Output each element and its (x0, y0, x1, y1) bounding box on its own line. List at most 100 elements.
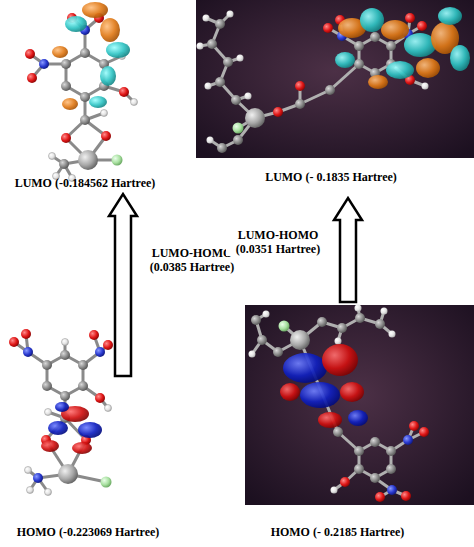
render-panel (245, 305, 474, 505)
orbital-lobe (318, 412, 342, 428)
atom-sphere (323, 23, 333, 33)
orbital-lobe (82, 2, 108, 18)
atom-sphere (279, 321, 290, 332)
atom-sphere (237, 55, 244, 62)
atom-sphere (217, 143, 227, 153)
orbital-lobe (450, 45, 470, 71)
atom-sphere (233, 123, 244, 134)
atom-sphere (419, 427, 429, 437)
orbital-panel: LUMO (- 0.1835 Hartree) (196, 0, 474, 198)
atom-sphere (409, 421, 419, 431)
atom-sphere (89, 330, 99, 340)
orbital-lobe (386, 61, 414, 79)
atom-sphere (370, 437, 380, 447)
energy-label: HOMO (- 0.2185 Hartree) (245, 525, 430, 539)
atom-sphere (112, 155, 123, 166)
atom-sphere (131, 99, 138, 106)
atom-sphere (375, 319, 385, 329)
atom-sphere (49, 153, 56, 160)
orbital-lobe (322, 344, 358, 376)
orbital-lobe (72, 442, 92, 454)
atom-sphere (95, 393, 105, 403)
atom-sphere (80, 48, 90, 58)
atom-sphere (317, 317, 327, 327)
atom-sphere (375, 492, 385, 502)
atom-sphere (101, 131, 111, 141)
orbital-lobe (52, 46, 68, 58)
atom-sphere (386, 41, 396, 51)
atom-sphere (295, 81, 305, 91)
molecule-model (25, 2, 138, 182)
orbital-lobe (100, 66, 116, 86)
atom-sphere (386, 464, 396, 474)
atom-sphere (354, 446, 364, 456)
atom-sphere (405, 13, 415, 23)
atom-sphere (245, 93, 252, 100)
atom-sphere (233, 135, 243, 145)
atom-sphere (257, 335, 267, 345)
atom-sphere (101, 477, 112, 488)
energy-label: LUMO (-0.184562 Hartree) (5, 176, 165, 190)
orbital-lobe (335, 52, 355, 68)
orbital-lobe (280, 383, 300, 401)
orbital-lobe (100, 18, 120, 42)
molecule-model (9, 329, 113, 496)
atom-sphere (78, 360, 88, 370)
atom-sphere (21, 329, 31, 339)
atom-sphere (215, 19, 225, 29)
orbital-lobe (300, 382, 340, 408)
orbital-lobe (416, 58, 440, 78)
atom-sphere (370, 473, 380, 483)
atom-sphere (103, 340, 113, 350)
orbital-lobe (62, 98, 78, 110)
atom-sphere (387, 485, 397, 495)
atom-sphere (227, 11, 234, 18)
orbital-lobe (78, 422, 102, 438)
atom-sphere (27, 487, 34, 494)
atom-sphere (78, 381, 88, 391)
orbital-lobe (368, 75, 388, 89)
block-arrow (109, 194, 137, 376)
orbital-lobe (106, 42, 130, 58)
orbital-lobe (41, 440, 59, 452)
atom-sphere (207, 137, 214, 144)
atom-sphere (335, 338, 342, 345)
atom-sphere (223, 57, 233, 67)
atom-sphere (386, 446, 396, 456)
atom-sphere (80, 115, 90, 125)
atom-sphere (105, 405, 112, 412)
atom-sphere (33, 473, 43, 483)
atom-sphere (45, 489, 52, 496)
atom-sphere (197, 43, 204, 50)
atom-sphere (42, 381, 52, 391)
atom-sphere (27, 73, 37, 83)
atom-sphere (331, 487, 338, 494)
atom-sphere (61, 133, 71, 143)
atom-sphere (23, 347, 33, 357)
atom-sphere (80, 92, 90, 102)
orbital-panel: HOMO (- 0.2185 Hartree) (245, 302, 474, 544)
atom-sphere (389, 331, 396, 338)
atom-sphere (251, 315, 261, 325)
atom-sphere (340, 477, 350, 487)
atom-sphere (101, 110, 108, 117)
atom-sphere (9, 337, 19, 347)
atom-sphere (249, 351, 256, 358)
orbital-lobe (340, 382, 364, 402)
orbital-lobe (89, 96, 107, 108)
atom-sphere (60, 391, 70, 401)
atom-sphere (95, 347, 105, 357)
atom-sphere (401, 491, 411, 501)
block-arrow (334, 198, 362, 302)
orbital-lobe (55, 402, 69, 412)
orbital-lobe (360, 8, 384, 32)
energy-label: HOMO (-0.223069 Hartree) (5, 525, 171, 539)
orbital-lobe (283, 353, 327, 383)
atom-sphere (370, 32, 380, 42)
atom-sphere (417, 21, 427, 31)
atom-sphere (42, 360, 52, 370)
atom-sphere (295, 99, 305, 109)
atom-sphere (61, 81, 71, 91)
atom-sphere (61, 59, 71, 69)
orbital-lobe (348, 410, 368, 426)
